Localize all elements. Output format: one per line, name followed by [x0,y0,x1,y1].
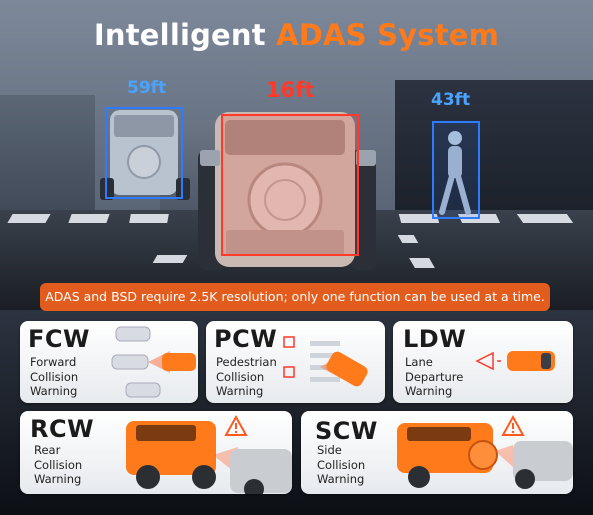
scw-warning-icon [501,414,525,436]
pcw-description: Pedestrian Collision Warning [216,355,277,399]
pcw-line-2: Collision [216,369,265,384]
pcw-card: PCW Pedestrian Collision Warning [206,321,385,403]
fcw-line-2: Collision [30,369,79,384]
scw-card: SCW Side Collision Warning [301,411,573,494]
scw-line-1: Side [317,443,342,457]
fcw-title: FCW [28,325,90,353]
fcw-line-3: Warning [30,384,78,398]
ldw-line-3: Warning [405,384,453,398]
building-left [0,95,95,220]
rcw-warning-icon [224,414,248,436]
rcw-illustration [126,414,292,494]
pcw-illustration [283,336,368,387]
distance-label-center: 16ft [266,78,315,102]
center-suv [198,112,376,270]
rcw-description: Rear Collision Warning [34,443,82,487]
fcw-illustration [111,326,196,398]
scw-illustration [397,414,573,489]
distance-label-left: 59ft [127,78,167,98]
title-part-2: ADAS System [276,18,500,52]
title-part-1: Intelligent [93,18,277,52]
rcw-card: RCW Rear Collision Warning [20,411,292,494]
pcw-title: PCW [214,325,278,353]
building-right [395,80,593,220]
scw-line-3: Warning [317,472,365,486]
ldw-line-1: Lane [405,355,433,369]
distance-label-right: 43ft [431,90,471,110]
fcw-line-1: Forward [30,355,77,369]
scw-title: SCW [315,417,378,445]
ldw-description: Lane Departure Warning [405,355,463,399]
left-detect-box [105,107,183,199]
fcw-card: FCW Forward Collision Warning [20,321,198,403]
scene-vehicles [100,107,480,270]
pcw-line-3: Warning [216,384,264,398]
page-title: Intelligent ADAS System [0,18,593,52]
fcw-description: Forward Collision Warning [30,355,78,399]
ldw-line-2: Departure [405,369,464,384]
pedestrian [439,131,471,215]
right-detect-box [432,121,480,219]
center-detect-box [221,114,359,256]
ldw-illustration [475,351,555,371]
scw-line-2: Collision [317,457,366,472]
ldw-card: LDW Lane Departure Warning [393,321,573,403]
rcw-line-2: Collision [34,457,83,472]
pcw-line-1: Pedestrian [216,355,277,369]
ldw-title: LDW [403,325,467,353]
scw-description: Side Collision Warning [317,443,365,487]
left-suv [100,110,190,200]
rcw-line-3: Warning [34,472,82,486]
rcw-line-1: Rear [34,443,61,457]
rcw-title: RCW [30,415,95,443]
resolution-notice-banner: ADAS and BSD require 2.5K resolution; on… [40,283,550,311]
